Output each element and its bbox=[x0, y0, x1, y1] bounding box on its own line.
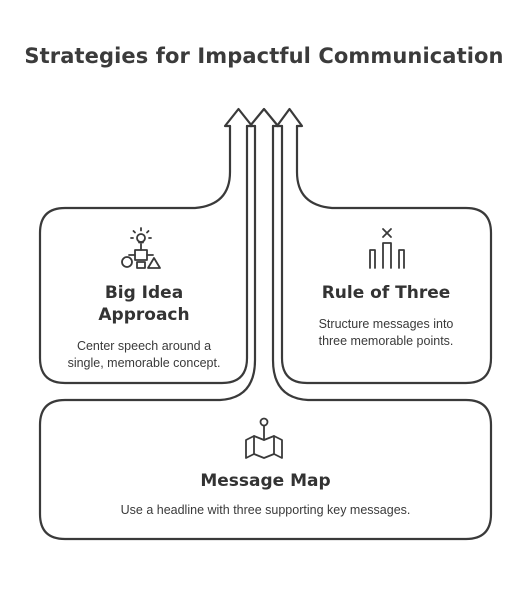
message-map-heading: Message Map bbox=[200, 471, 331, 491]
lightbulb-shapes-icon bbox=[121, 227, 161, 269]
right-arrow-head bbox=[275, 107, 304, 128]
big-idea-heading-line1: Big Idea bbox=[104, 283, 184, 303]
rule-of-three-card: Rule of Three Structure messages into th… bbox=[296, 282, 476, 350]
three-pillars-icon bbox=[369, 228, 405, 269]
map-pin-icon bbox=[245, 417, 283, 459]
rule-of-three-heading: Rule of Three bbox=[321, 283, 451, 303]
rule-of-three-card-outline bbox=[280, 124, 493, 385]
left-arrow-head bbox=[223, 107, 254, 128]
rule-of-three-desc-line2: three memorable points. bbox=[318, 334, 454, 348]
big-idea-card-outline bbox=[38, 124, 249, 385]
message-map-card-outline bbox=[38, 124, 493, 541]
big-idea-card: Big Idea Approach Center speech around a… bbox=[60, 282, 228, 372]
big-idea-desc-line2: single, memorable concept. bbox=[67, 356, 221, 370]
big-idea-heading: Big Idea Approach bbox=[60, 282, 228, 326]
big-idea-desc-line1: Center speech around a bbox=[76, 339, 212, 353]
big-idea-description: Center speech around a single, memorable… bbox=[60, 338, 228, 372]
message-map-card: Message Map Use a headline with three su… bbox=[60, 470, 471, 519]
rule-of-three-description: Structure messages into three memorable … bbox=[296, 316, 476, 350]
middle-arrow-head bbox=[248, 107, 280, 128]
rule-of-three-desc-line1: Structure messages into bbox=[318, 317, 454, 331]
message-map-description: Use a headline with three supporting key… bbox=[120, 503, 411, 517]
big-idea-heading-line2: Approach bbox=[98, 305, 190, 325]
diagram-title: Strategies for Impactful Communication bbox=[24, 44, 504, 68]
